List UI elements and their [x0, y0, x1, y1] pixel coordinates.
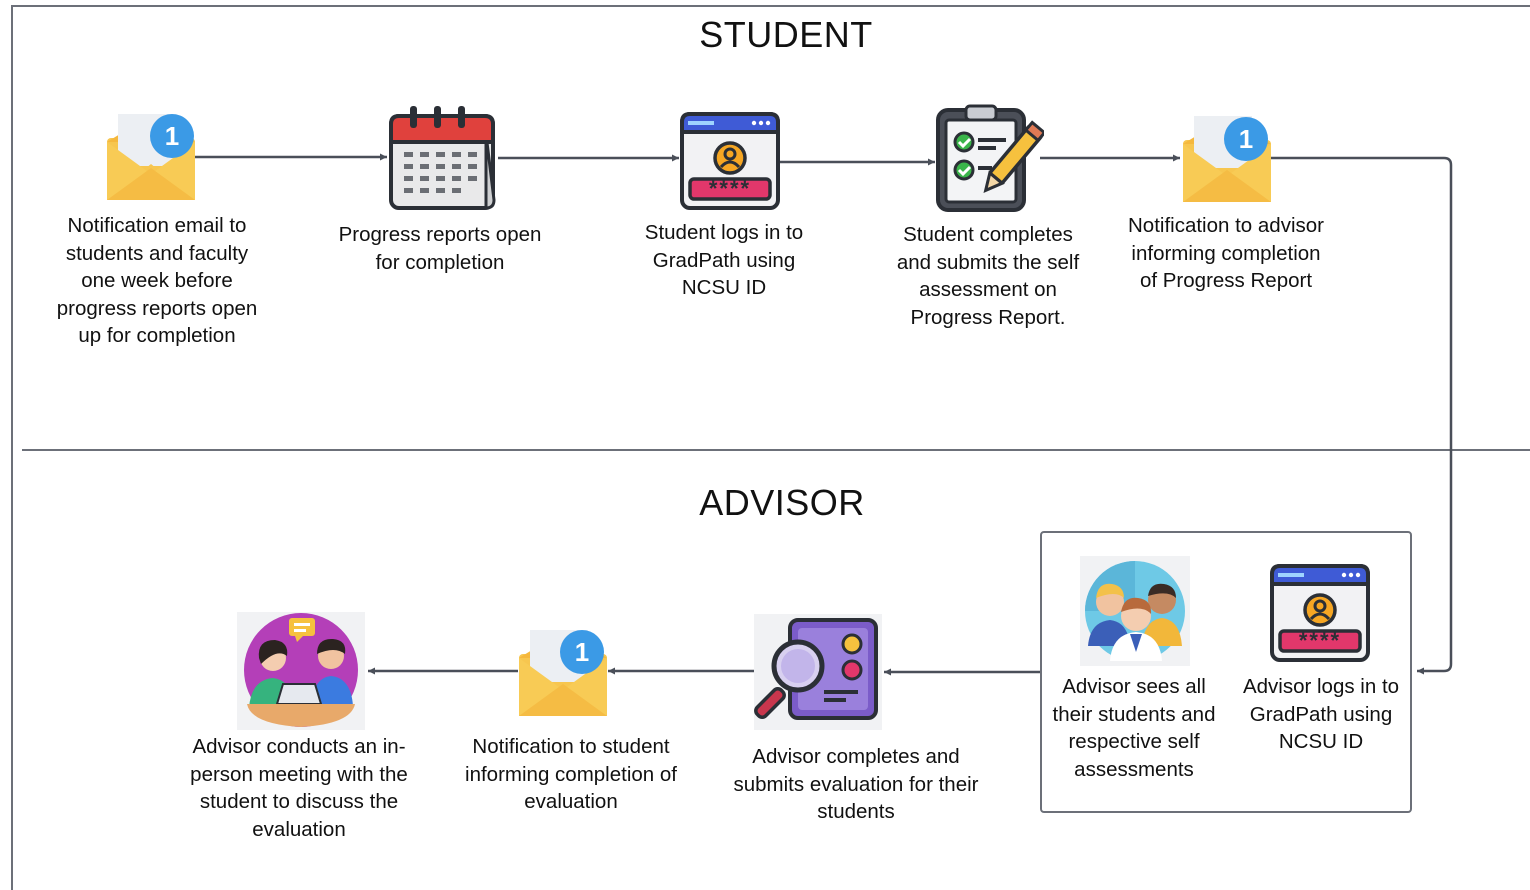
step-label-self-assessment: Student completes and submits the self a… [896, 223, 1080, 329]
meeting-icon [237, 612, 365, 730]
badge-count: 1 [1239, 124, 1253, 154]
calendar-icon [389, 106, 496, 210]
lane-title-student: STUDENT [699, 14, 873, 55]
step-label-notification-email: Notification email to students and facul… [56, 214, 258, 347]
step-label-student-login: Student logs in to GradPath using NCSU I… [644, 221, 804, 299]
step-label-advisor-notified: Notification to advisor informing comple… [1128, 214, 1324, 292]
mail-notification-icon: 1 [1183, 116, 1271, 202]
step-label-advisor-login: Advisor logs in to GradPath using NCSU I… [1242, 675, 1400, 753]
arrow-student-to-advisor [1270, 156, 1453, 675]
password-mask: **** [1299, 628, 1341, 653]
step-label-advisor-views-students: Advisor sees all their students and resp… [1052, 675, 1216, 781]
student-group-icon [1080, 556, 1190, 666]
clipboard-checklist-icon [936, 104, 1044, 212]
magnifier-evaluation-icon [754, 614, 882, 730]
step-label-progress-open: Progress reports open for completion [338, 223, 542, 274]
step-label-advisor-evaluation: Advisor completes and submits evaluation… [733, 745, 979, 823]
login-window-icon: **** [680, 112, 780, 210]
login-window-icon: **** [1270, 564, 1370, 662]
mail-notification-icon: 1 [519, 630, 607, 716]
mail-notification-icon: 1 [107, 114, 195, 200]
password-mask: **** [709, 176, 751, 201]
badge-count: 1 [575, 637, 589, 667]
advisor-login-group [1040, 531, 1412, 813]
step-label-student-notified: Notification to student informing comple… [465, 735, 677, 813]
step-label-meeting: Advisor conducts an in-person meeting wi… [190, 735, 408, 841]
badge-count: 1 [165, 121, 179, 151]
diagram-frame [11, 5, 1530, 890]
lane-title-advisor: ADVISOR [699, 482, 865, 523]
